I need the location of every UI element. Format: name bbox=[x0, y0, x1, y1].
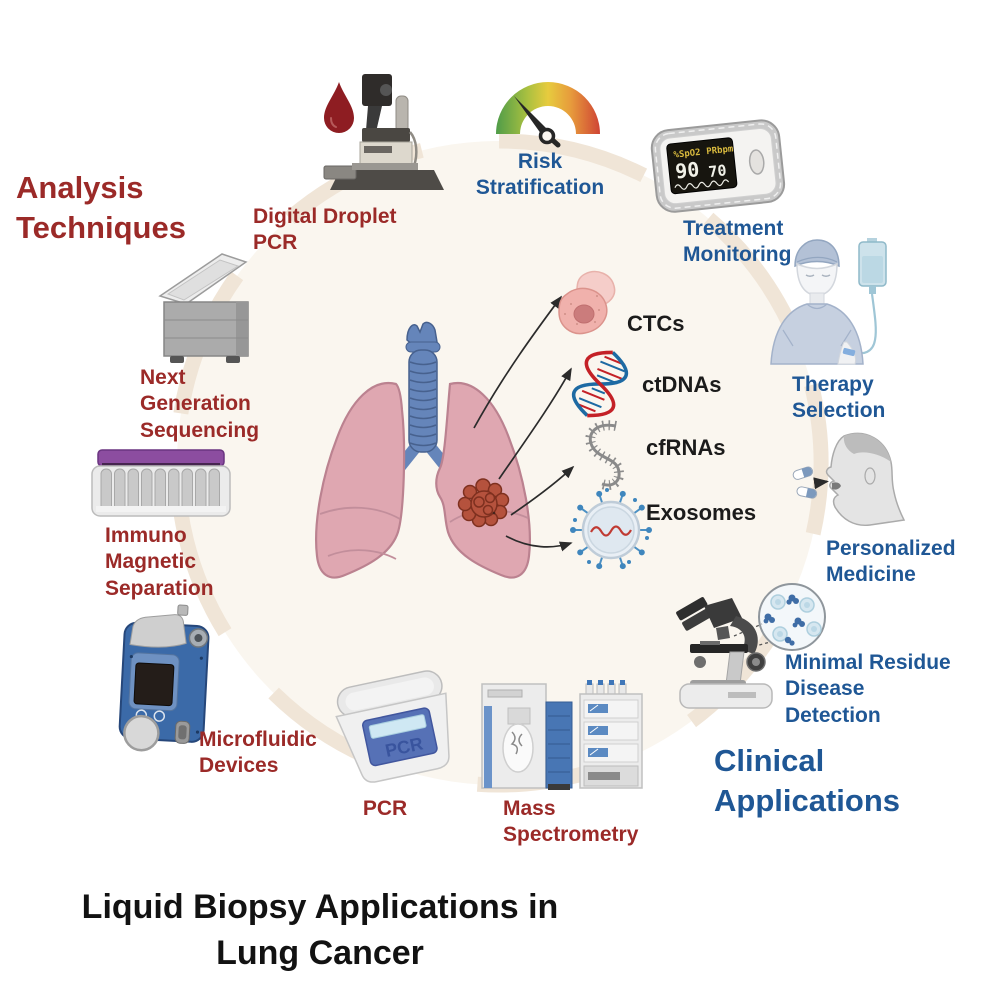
label-ctdnas: ctDNAs bbox=[642, 372, 722, 397]
pill-swallow-patient-icon bbox=[792, 432, 906, 527]
capsule-icon bbox=[792, 466, 814, 480]
iv-tape bbox=[842, 347, 856, 357]
exosome-vesicle-icon bbox=[570, 488, 652, 570]
pr-label: PRbpm bbox=[706, 144, 735, 157]
label-digital-droplet-pcr: Digital Droplet PCR bbox=[253, 205, 397, 255]
label-pcr: PCR bbox=[362, 797, 408, 820]
tube-rack-icon bbox=[91, 449, 231, 517]
diagram-title-line2: Lung Cancer bbox=[216, 934, 424, 972]
label-exosomes: Exosomes bbox=[646, 500, 757, 525]
label-risk-stratification: Risk Stratification bbox=[475, 150, 605, 200]
pulse-oximeter-icon: %SpO2 PRbpm 90 70 bbox=[650, 119, 786, 213]
ngs-sequencer-icon bbox=[158, 253, 249, 363]
blood-droplet-ddpcr-machine-icon bbox=[323, 74, 444, 190]
label-therapy-selection: Therapy Selection bbox=[792, 373, 886, 423]
circulating-tumor-cell-icon bbox=[558, 270, 616, 335]
risk-gauge-icon bbox=[496, 82, 600, 148]
label-personalized-medicine: Personalized Medicine bbox=[826, 537, 956, 587]
dna-helix-icon bbox=[571, 350, 629, 418]
label-mass-spectrometry: Mass Spectrometry bbox=[503, 797, 639, 847]
label-ctcs: CTCs bbox=[627, 311, 685, 336]
pcr-thermocycler-icon: PCR bbox=[335, 670, 450, 783]
oximeter-display bbox=[666, 137, 738, 195]
patient-iv-icon bbox=[770, 238, 887, 365]
open-mouth bbox=[832, 482, 841, 490]
lungs-illustration bbox=[315, 321, 531, 579]
clinical-applications-heading: Clinical Applications bbox=[714, 743, 901, 819]
spo2-label: %SpO2 bbox=[673, 148, 701, 161]
rna-strand-icon bbox=[585, 420, 624, 490]
microfluidic-device-icon bbox=[118, 604, 210, 752]
capsule-icon bbox=[796, 486, 818, 499]
label-treatment-monitoring: Treatment Monitoring bbox=[683, 217, 792, 267]
diagram-title-line1: Liquid Biopsy Applications in bbox=[81, 888, 559, 926]
label-minimal-residue-disease-detection: Minimal Residue Disease Detection bbox=[785, 651, 951, 727]
label-cfrnas: cfRNAs bbox=[646, 435, 726, 460]
left-lung bbox=[315, 381, 406, 579]
tumor bbox=[457, 478, 510, 528]
label-next-generation-sequencing: Next Generation Sequencing bbox=[140, 366, 260, 442]
microscope-cells-icon bbox=[676, 583, 826, 709]
pr-value: 70 bbox=[708, 161, 728, 181]
cells bbox=[763, 594, 822, 646]
analysis-techniques-heading: Analysis Techniques bbox=[16, 170, 186, 246]
label-microfluidic-devices: Microfluidic Devices bbox=[199, 728, 317, 778]
biomarker-arrows bbox=[473, 295, 575, 552]
mass-spectrometer-icon bbox=[481, 680, 643, 790]
spo2-value: 90 bbox=[674, 157, 700, 183]
label-immuno-magnetic-separation: Immuno Magnetic Separation bbox=[105, 524, 214, 600]
exosome-rna bbox=[590, 525, 632, 537]
